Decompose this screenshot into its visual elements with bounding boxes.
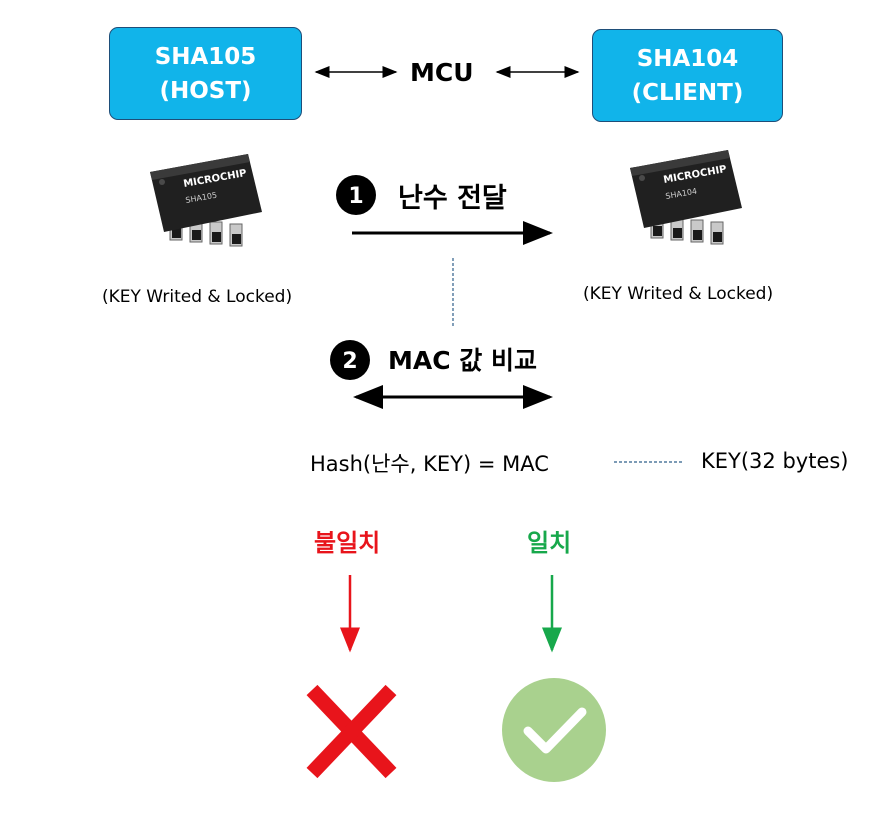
host-name: SHA105 bbox=[154, 43, 257, 70]
check-circle-icon bbox=[502, 678, 606, 782]
mismatch-label: 불일치 bbox=[314, 529, 381, 557]
client-name: SHA104 bbox=[636, 45, 739, 72]
client-role: (CLIENT) bbox=[631, 79, 744, 106]
client-status: (KEY Writed & Locked) bbox=[583, 284, 774, 304]
host-box: SHA105 (HOST) bbox=[109, 27, 302, 120]
step-1-label: 난수 전달 bbox=[398, 183, 507, 214]
step-2-label: MAC 값 비교 bbox=[388, 346, 537, 375]
step-1-number: 1 bbox=[348, 184, 363, 209]
key-size-note: KEY(32 bytes) bbox=[701, 449, 849, 473]
match-label: 일치 bbox=[527, 529, 572, 557]
host-role: (HOST) bbox=[159, 77, 252, 104]
step-1-badge bbox=[336, 175, 376, 215]
x-mark-icon bbox=[306, 684, 397, 779]
step-2-number: 2 bbox=[342, 349, 357, 374]
hash-formula: Hash(난수, KEY) = MAC bbox=[310, 452, 549, 476]
sha105-chip-image: MICROCHIP SHA105 bbox=[150, 154, 262, 247]
sha104-chip-image: MICROCHIP SHA104 bbox=[630, 150, 742, 245]
step-2-badge bbox=[330, 340, 370, 380]
mcu-label: MCU bbox=[410, 58, 474, 87]
host-status: (KEY Writed & Locked) bbox=[102, 287, 293, 307]
client-box: SHA104 (CLIENT) bbox=[592, 29, 783, 122]
